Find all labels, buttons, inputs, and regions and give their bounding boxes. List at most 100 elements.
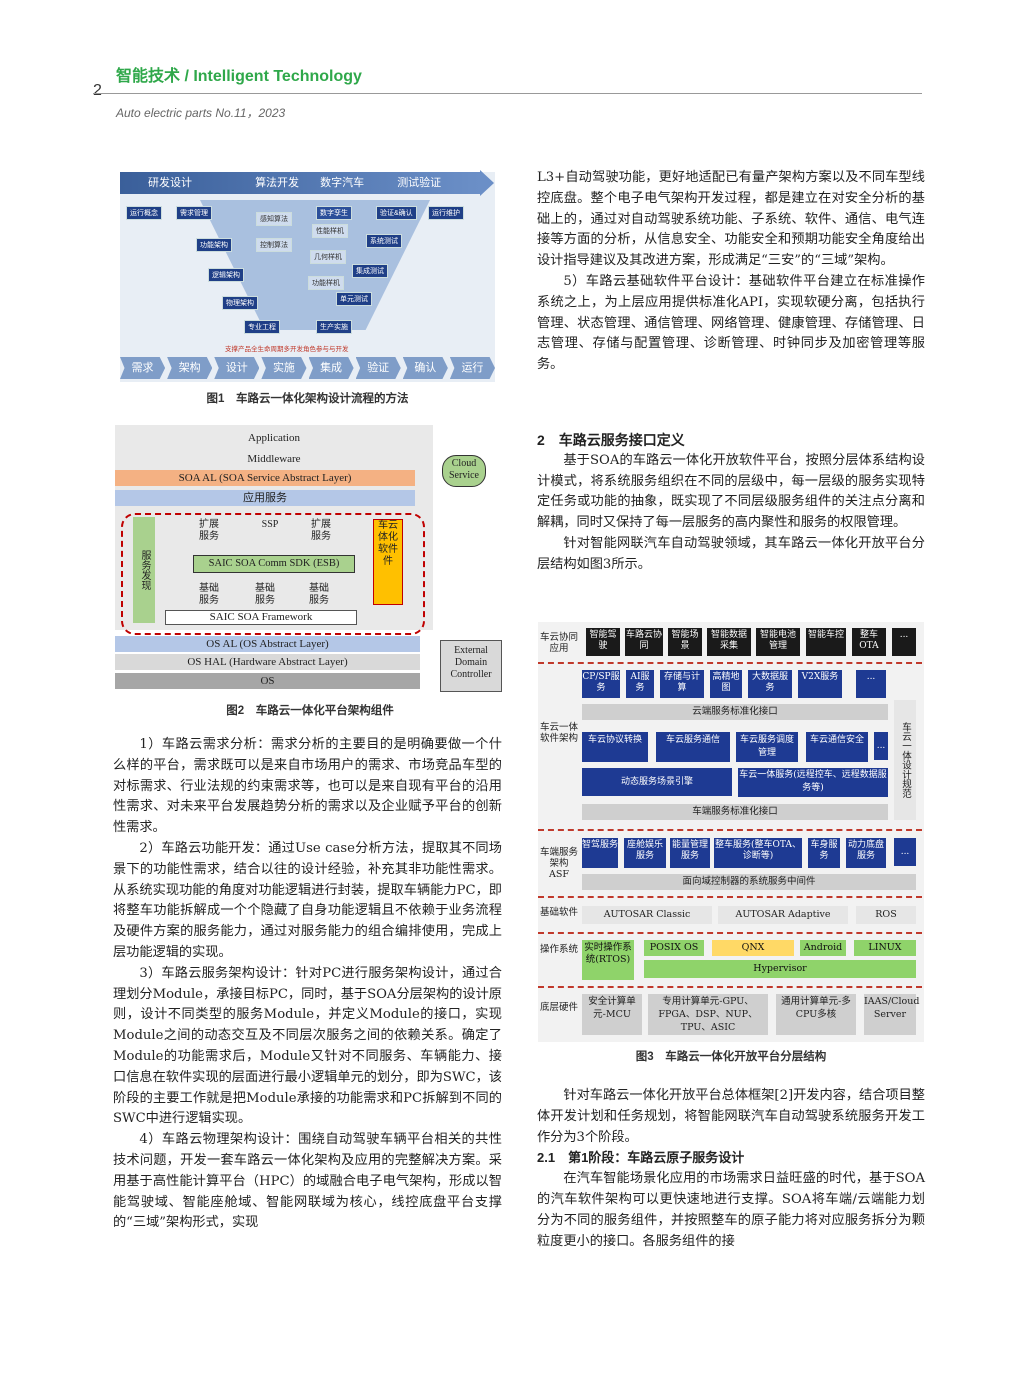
figure-1: 研发设计 算法开发 数字汽车 测试验证 运行概念 需求管理 功能架构 逻辑架构 …: [120, 170, 495, 382]
fig1-left-box: 运行概念: [126, 206, 162, 220]
fig2-base3: 基础服务: [309, 583, 329, 606]
fig1-step: 验证: [355, 357, 401, 379]
fig3-cloud-mid: 车云通信安全: [806, 732, 868, 762]
fig3-hw: IAAS/Cloud Server: [864, 994, 919, 1035]
fig1-left-box: 专业工程: [244, 320, 280, 334]
fig1-right-box: 运行维护: [428, 206, 464, 220]
fig3-row-label: 车云一体软件架构: [540, 722, 579, 744]
fig3-asf: 整车服务(整车OTA、诊断等): [714, 838, 802, 868]
fig1-step: 确认: [402, 357, 448, 379]
fig2-base2: 基础服务: [255, 583, 275, 606]
fig3-asf: 能量管理服务: [670, 838, 710, 868]
fig2-os-hal: OS HAL (Hardware Abstract Layer): [115, 654, 420, 670]
fig1-top-label: 数字汽车: [320, 177, 365, 189]
fig3-separator: [538, 662, 922, 664]
fig3-row-label: 车端服务架构ASF: [540, 847, 579, 880]
fig2-middleware: Middleware: [247, 453, 301, 465]
fig2-os-al: OS AL (OS Abstract Layer): [115, 636, 420, 652]
paragraph: 2）车路云功能开发：通过Use case分析方法，提取其不同场景下的功能性需求，…: [113, 840, 502, 960]
fig3-rtos: 实时操作系统(RTOS): [582, 940, 634, 980]
fig1-top-arrow: 研发设计 算法开发 数字汽车 测试验证: [120, 172, 480, 194]
fig1-right-box: 生产实施: [316, 320, 352, 334]
fig3-app: 车路云协同: [625, 628, 663, 656]
fig3-separator: [538, 932, 922, 934]
paragraph: 1）车路云需求分析：需求分析的主要目的是明确要做一个什么样的平台，需求既可以是来…: [113, 737, 502, 836]
fig1-left-box: 逻辑架构: [208, 268, 244, 282]
fig1-caption: 图1 车路云一体化架构设计流程的方法: [206, 393, 409, 405]
right-column-top: L3+自动驾驶功能，更好地适配已有量产架构方案以及不同车型线控底盘。整个电子电气…: [537, 168, 925, 376]
fig3-row-label: 底层硬件: [540, 1002, 579, 1013]
fig3-dynamic: 动态服务场景引擎: [582, 768, 732, 796]
fig3-autosar-classic: AUTOSAR Classic: [582, 906, 712, 924]
fig3-posix: POSIX OS: [644, 940, 704, 956]
fig2-base1: 基础服务: [199, 583, 219, 606]
section-heading: 2 车路云服务接口定义: [537, 432, 685, 448]
fig3-cloud-mid: ...: [874, 732, 888, 760]
fig3-android: Android: [800, 940, 846, 956]
fig3-separator: [538, 986, 922, 988]
fig1-top-label: 测试验证: [397, 177, 442, 189]
fig3-app: 整车OTA: [852, 628, 886, 656]
fig1-left-box: 物理架构: [222, 296, 258, 310]
fig3-app: 智能场景: [668, 628, 702, 656]
figure-2: Application Middleware SOA AL (SOA Servi…: [115, 425, 505, 695]
journal-info: Auto electric parts No.11，2023: [116, 106, 286, 120]
paragraph: 4）车路云物理架构设计：围绕自动驾驶车辆平台相关的共性技术问题，开发一套车路云一…: [113, 1132, 502, 1231]
fig2-cloud-service: Cloud Service: [442, 455, 486, 487]
fig1-left-box: 需求管理: [176, 206, 212, 220]
fig1-right-box: 单元测试: [336, 292, 372, 306]
fig3-asf: 智驾服务: [582, 838, 618, 868]
fig3-cloud: AI服务: [626, 670, 654, 698]
fig2-vehicle-cloud: 车云体化软件件: [373, 519, 403, 605]
fig1-step: 实施: [261, 357, 307, 379]
fig3-asf: 车身服务: [808, 838, 840, 868]
fig2-framework: SAIC SOA Framework: [165, 610, 357, 625]
fig1-steps: 需求 架构 设计 实施 集成 验证 确认 运行: [120, 357, 495, 379]
fig3-app: 智能数据采集: [707, 628, 751, 656]
fig3-separator: [538, 829, 922, 831]
left-column: 1）车路云需求分析：需求分析的主要目的是明确要做一个什么样的平台，需求既可以是来…: [113, 735, 502, 1234]
figure-3: 车云协同应用 智能驾驶 车路云协同 智能场景 智能数据采集 智能电池管理 智能车…: [538, 622, 924, 1042]
fig2-external: External Domain Controller: [440, 640, 502, 692]
fig1-step: 需求: [120, 357, 166, 379]
fig3-cloud: 存储与计算: [660, 670, 704, 698]
fig1-mid-label: 性能样机: [312, 224, 348, 238]
fig3-hw: 专用计算单元-GPU、FPGA、DSP、NUP、TPU、ASIC: [648, 994, 768, 1035]
fig3-qnx: QNX: [712, 940, 794, 956]
subsection-heading: 2.1 第1阶段：车路云原子服务设计: [537, 1150, 745, 1166]
fig3-asf: 动力底盘服务: [846, 838, 886, 868]
paragraph: 5）车路云基础软件平台设计：基础软件平台建立在标准操作系统之上，为上层应用提供标…: [537, 273, 925, 373]
fig3-cloud-mid: 车云服务调度管理: [736, 732, 798, 762]
fig3-app: ...: [892, 628, 916, 656]
paragraph: 针对车路云一体化开放平台总体框架[2]开发内容，结合项目整体开发计划和任务规划，…: [537, 1088, 925, 1145]
fig3-hypervisor: Hypervisor: [644, 960, 916, 978]
fig2-ext1: 扩展服务: [199, 519, 219, 542]
fig3-linux: LINUX: [854, 940, 916, 956]
fig2-dashed-frame: [121, 513, 425, 635]
fig1-step: 架构: [167, 357, 213, 379]
section-2: 2 车路云服务接口定义 基于SOA的车路云一体化开放软件平台，按照分层体系结构设…: [537, 430, 925, 576]
fig2-soa-al: SOA AL (SOA Service Abstract Layer): [115, 470, 415, 486]
fig1-right-box: 系统测试: [366, 234, 402, 248]
fig3-row-label: 车云协同应用: [540, 632, 579, 654]
fig1-mid-label: 控制算法: [256, 238, 292, 252]
fig3-cloud-std: 云端服务标准化接口: [582, 704, 888, 720]
fig1-mid-label: 数字孪生: [316, 206, 352, 220]
fig3-cloud-mid: 车云服务通信: [656, 732, 730, 762]
fig1-mid-label: 感知算法: [256, 212, 292, 226]
paragraph: 针对智能网联汽车自动驾驶领域，其车路云一体化开放平台分层结构如图3所示。: [537, 535, 925, 572]
fig2-app-service: 应用服务: [115, 490, 415, 506]
fig3-cloud-mid: 车云协议转换: [582, 732, 648, 762]
fig3-app: 智能车控: [806, 628, 846, 656]
fig3-cloud: V2X服务: [798, 670, 842, 698]
fig2-os: OS: [115, 673, 420, 689]
fig2-service-discovery: 服务发现: [133, 517, 155, 623]
fig3-hw: 安全计算单元-MCU: [582, 994, 642, 1035]
paragraph: 3）车路云服务架构设计：针对PC进行服务架构设计，通过合理划分Module，承接…: [113, 965, 502, 1127]
fig3-caption: 图3 车路云一体化开放平台分层结构: [635, 1051, 827, 1063]
right-column-bottom: 针对车路云一体化开放平台总体框架[2]开发内容，结合项目整体开发计划和任务规划，…: [537, 1086, 925, 1252]
header-title: 智能技术 / Intelligent Technology: [116, 68, 362, 85]
fig3-asf: ...: [894, 838, 916, 866]
fig3-row-label: 基础软件: [540, 907, 579, 918]
fig1-right-box: 集成测试: [352, 264, 388, 278]
